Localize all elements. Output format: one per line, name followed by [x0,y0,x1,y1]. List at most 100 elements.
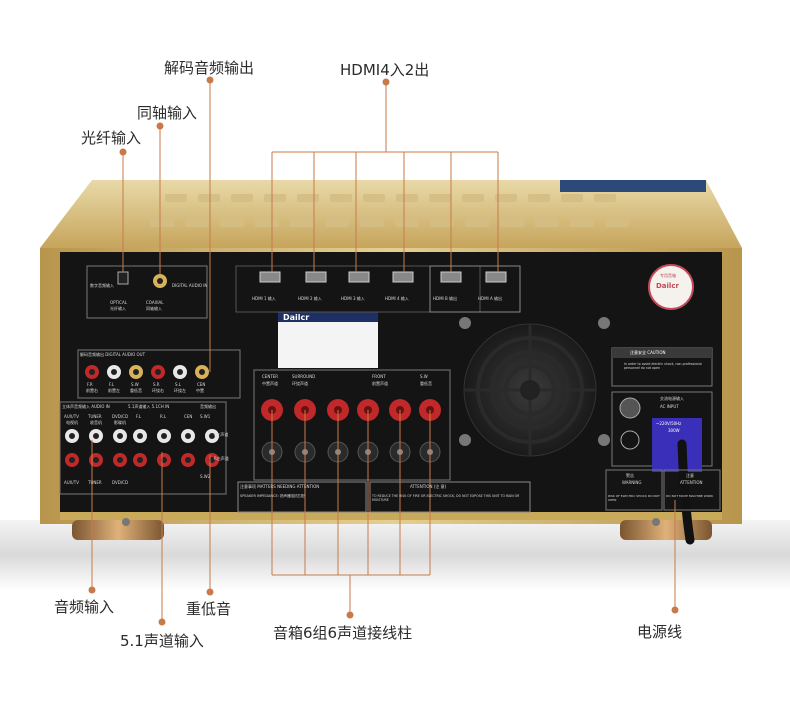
coaxial-cn: 同轴输入 [146,306,162,311]
audio-in-rca-jack [205,429,219,443]
decoder-rca-label: CEN [197,382,206,387]
warning-box [605,469,663,511]
decoder-rca-cn: 中置 [196,388,204,393]
audio-in-col-label-bottom: DVD/CD [112,480,129,485]
callout-optical-in: 光纤输入 [81,129,142,147]
speaker-group-label: S.W [420,374,428,379]
panel-screws [122,317,660,526]
ch51-col-label: CEN [184,414,193,419]
ch51-col-label: F.L [136,414,142,419]
hdmi-port-label: HDMI B 输出 [433,296,458,301]
attention2-title: 注意 [686,473,694,478]
hdmi-port-label: HDMI 4 输入 [385,296,409,301]
power-spec: ~220V/50Hz [656,421,682,426]
decoder-rca-label: S.W [131,382,139,387]
speaker-group-label: SURROUND [292,374,316,379]
lr-label-l: L左声道 [214,432,229,437]
caution-title: 注意安全 CAUTION [630,350,666,355]
attention-title: ATTENTION (注 意) [410,484,447,489]
decoder-rca-jack [107,365,121,379]
brand-name: Dailcr [283,313,310,322]
digital-input-box [86,265,208,319]
decoder-rca-cn: 环绕左 [174,388,186,393]
decoder-rca-label: S.R [153,382,160,387]
digital-audio-in: DIGITAL AUDIO IN [172,283,208,288]
speaker-group-cn: 中置声道 [262,381,278,386]
audio-in-col-label-bottom: TUNER [88,480,102,485]
decoder-rca-jacks [85,365,209,379]
callout-hdmi: HDMI4入2出 [340,61,430,79]
decoder-rca-jack [129,365,143,379]
audio-in-rca-jack [113,453,127,467]
optical-cn: 光纤输入 [110,306,126,311]
foot-right [620,520,712,540]
callout-power-cord: 电源线 [637,623,683,641]
decoder-output-box [77,349,241,399]
audio-in-rca-jack [89,429,103,443]
speaker-group-cn: 重低音 [420,381,432,386]
decoder-rca-jack [85,365,99,379]
decoder-rca-label: S.L [175,382,182,387]
sw-col-label: S.W2 [200,474,211,479]
audio-in-rca-jack [181,429,195,443]
audio-in-rca-jack [65,453,79,467]
bottom-trim [60,512,722,520]
power-warning-icon [619,397,641,419]
notes-title: 注意事项 MATTERS NEEDING ATTENTION [240,484,320,489]
notes-text: SPEAKER IMPEDANCE: 扬声器阻抗匹配 [240,494,305,498]
power-socket [652,418,702,472]
hot-surface-icon [620,430,640,450]
speaker-group-cn: 前置声道 [372,381,388,386]
audio-in-rca-jack [113,429,127,443]
speaker-terminal-box [253,369,451,481]
decoder-title: 解码音频输出 DIGITAL AUDIO OUT [80,352,146,357]
warning-title: 警告 [626,473,634,478]
attention2-text: DO NOT MOVE MACHINE WORK [666,494,714,498]
callout-dots [88,76,679,626]
audio-in-col-cn: 影碟机 [114,420,126,425]
hdmi-port-label: HDMI 1 输入 [252,296,276,301]
audio-in-rca-jack [157,429,171,443]
callout-subwoofer: 重低音 [186,600,232,618]
foot-left [72,520,164,540]
speaker-group-label: CENTER [262,374,279,379]
decoder-rca-label: F.R [87,382,93,387]
warning-text: RISK OF ELECTRIC SHOCK DO NOT OPEN [608,494,660,502]
audio-in-rca-jack [133,453,147,467]
sw-col-label: S.W1 [200,414,211,419]
digital-cn: 数字音频输入 [90,283,114,288]
speaker-group-cn: 环绕声道 [292,381,308,386]
lr-label-r: R右声道 [214,456,229,461]
audio-in-col-cn: 收音机 [90,420,102,425]
front-panel-strip [560,180,706,192]
attention-box [369,481,531,513]
audio-in-rca-jack [133,429,147,443]
brand-seal [648,264,694,310]
coaxial-label: COAXIAL [146,300,164,305]
power-watt: 300W [668,428,680,433]
attention2-en: ATTENTION [680,480,703,485]
hdmi-port-label: HDMI 2 输入 [298,296,322,301]
notes-box [237,481,367,513]
callout-51-in: 5.1声道输入 [120,632,204,650]
audio-in-rca-jack [65,429,79,443]
warning-en: WARNING [622,480,642,485]
decoder-rca-jack [195,365,209,379]
audio-in-box [59,401,227,495]
decoder-rca-cn: 环绕右 [152,388,164,393]
callout-audio-in: 音频输入 [54,598,115,616]
cooling-fan [463,323,597,457]
callout-lines [91,80,676,622]
optical-label: OPTICAL [110,300,127,305]
audio-in-rca-jack [181,453,195,467]
decoder-rca-cn: 前置右 [86,388,98,393]
power-title: 交流电源输入 [660,396,684,401]
audio-in-title: 立体声音频输入 AUDIO IN [62,404,110,409]
caution-text: In order to avoid electric shock, non-pr… [624,362,702,370]
callout-coaxial-in: 同轴输入 [137,104,198,122]
audio-in-col-label: DVD/CD [112,414,129,419]
attention2-box [663,469,721,511]
sw-out-title: 音频输出 [200,404,216,409]
audio-in-rca-jack [89,453,103,467]
